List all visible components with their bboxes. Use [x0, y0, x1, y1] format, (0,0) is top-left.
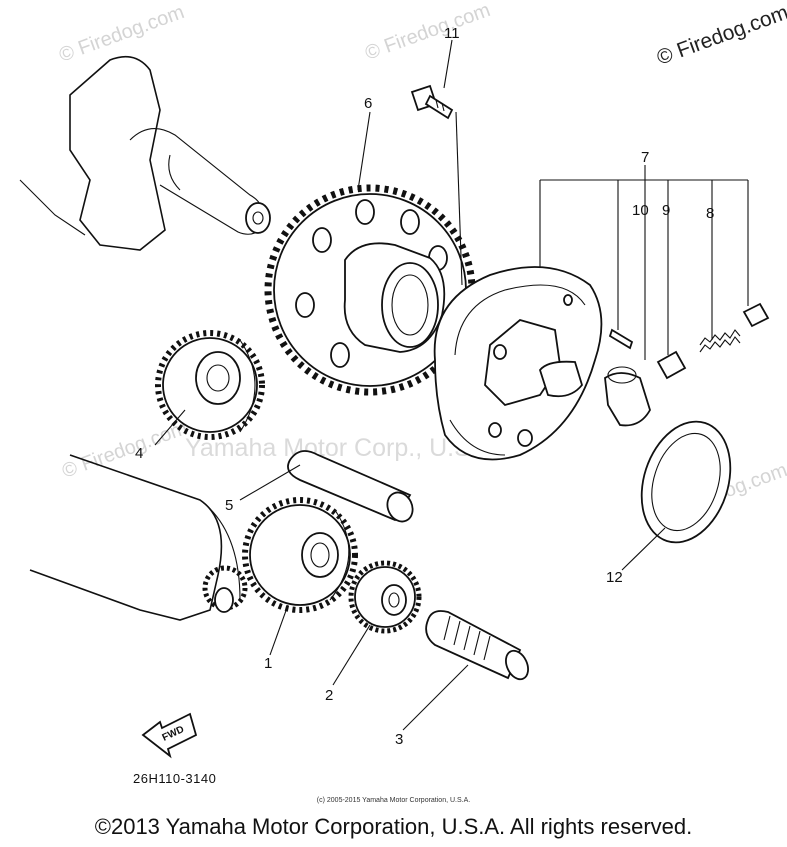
starter-gear-2 — [348, 560, 422, 634]
callout-1: 1 — [264, 655, 272, 672]
callout-numbers: 1 2 3 4 5 6 7 8 9 10 11 12 — [135, 25, 714, 748]
callout-5: 5 — [225, 497, 233, 514]
callout-2: 2 — [325, 687, 333, 704]
callout-3: 3 — [395, 731, 403, 748]
starter-gear-1 — [242, 497, 358, 613]
driven-gear — [264, 184, 476, 396]
clutch-small-parts — [604, 302, 770, 427]
callout-8: 8 — [706, 205, 714, 222]
callout-10: 10 — [632, 202, 649, 219]
callout-6: 6 — [364, 95, 372, 112]
small-copyright: (c) 2005-2015 Yamaha Motor Corporation, … — [316, 797, 471, 804]
splined-shaft — [425, 610, 529, 681]
idler-gear — [155, 330, 265, 440]
watermark-corner: © Firedog.com — [654, 1, 787, 70]
part-code: 26H110-3140 — [133, 771, 216, 786]
crankshaft — [19, 55, 271, 251]
callout-12: 12 — [606, 569, 623, 586]
callout-9: 9 — [662, 202, 670, 219]
bolt — [410, 84, 454, 120]
fwd-arrow: FWD — [141, 712, 198, 759]
callout-7: 7 — [641, 149, 649, 166]
footer-copyright: ©2013 Yamaha Motor Corporation, U.S.A. A… — [94, 814, 693, 839]
starter-motor — [29, 454, 248, 621]
callout-4: 4 — [135, 445, 143, 462]
idler-shaft — [287, 450, 414, 523]
thrust-washer — [640, 420, 732, 544]
watermark-tile: © Firedog.com — [362, 0, 493, 65]
clutch-housing — [433, 266, 603, 461]
leader-lines — [154, 39, 749, 731]
callout-11: 11 — [444, 25, 460, 42]
